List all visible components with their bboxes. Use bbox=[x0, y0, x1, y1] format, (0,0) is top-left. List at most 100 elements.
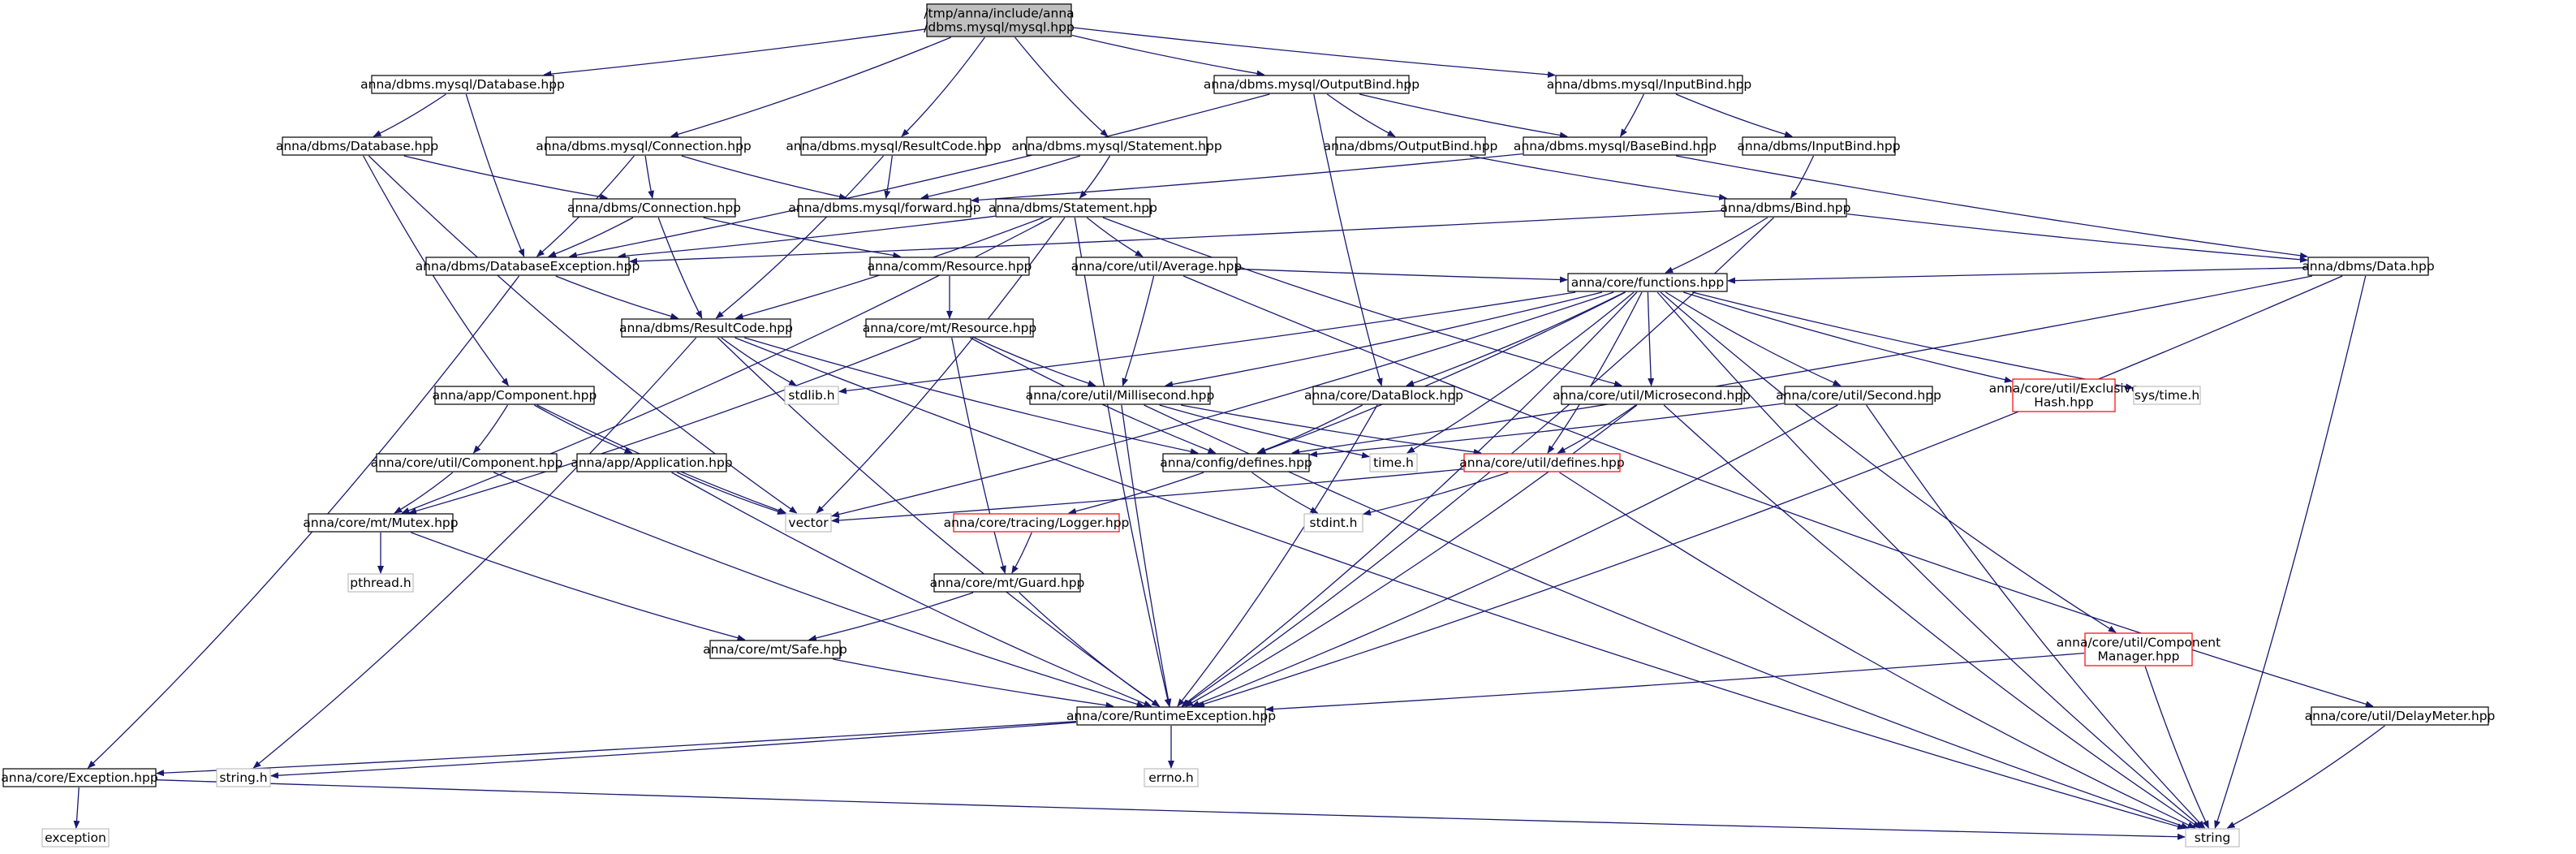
node-util_average[interactable]: anna/core/util/Average.hpp bbox=[1071, 257, 1242, 276]
node-util_delaymeter[interactable]: anna/core/util/DelayMeter.hpp bbox=[2305, 706, 2496, 726]
node-stdint_h[interactable]: stdint.h bbox=[1303, 513, 1363, 533]
node-db_bind[interactable]: anna/dbms/Bind.hpp bbox=[1721, 198, 1851, 218]
node-box bbox=[1555, 75, 1743, 94]
edge-core_functions-to-util_second bbox=[1665, 291, 1842, 386]
node-label: time.h bbox=[1373, 455, 1414, 470]
node-box bbox=[2012, 378, 2116, 412]
node-comm_resource[interactable]: anna/comm/Resource.hpp bbox=[868, 257, 1032, 276]
node-box bbox=[1026, 136, 1208, 156]
node-mt_resource[interactable]: anna/core/mt/Resource.hpp bbox=[863, 318, 1037, 338]
edge-root-to-my_database bbox=[543, 28, 927, 78]
edge-app_application-to-core_runtimeexception bbox=[671, 472, 1152, 707]
node-box bbox=[216, 768, 271, 787]
edge-core_runtimeexception-to-core_exception bbox=[156, 720, 1077, 777]
edge-root-to-my_statement bbox=[1014, 37, 1109, 137]
node-string[interactable]: string bbox=[2185, 828, 2240, 848]
node-box bbox=[1561, 386, 1742, 405]
node-label: stdlib.h bbox=[788, 388, 834, 403]
edge-config_defines-to-tracing_logger bbox=[1067, 472, 1204, 515]
node-string_h[interactable]: string.h bbox=[216, 768, 271, 787]
node-label: anna/dbms/Bind.hpp bbox=[1721, 201, 1851, 215]
node-my_forward[interactable]: anna/dbms.mysql/forward.hpp bbox=[788, 198, 981, 218]
edge-core_functions-to-util_millisecond bbox=[1165, 291, 1603, 388]
edge-util_millisecond-to-util_defines bbox=[1181, 404, 1482, 455]
node-box bbox=[926, 3, 1072, 37]
node-pthread_h[interactable]: pthread.h bbox=[347, 573, 414, 593]
edge-util_millisecond-to-string bbox=[1144, 404, 2190, 829]
node-mt_guard[interactable]: anna/core/mt/Guard.hpp bbox=[930, 573, 1085, 593]
node-my_outputbind[interactable]: anna/dbms.mysql/OutputBind.hpp bbox=[1204, 75, 1419, 94]
node-label: string bbox=[2195, 830, 2231, 845]
node-db_connection[interactable]: anna/dbms/Connection.hpp bbox=[567, 198, 741, 218]
node-my_basebind[interactable]: anna/dbms.mysql/BaseBind.hpp bbox=[1514, 136, 1717, 156]
node-util_millisecond[interactable]: anna/core/util/Millisecond.hpp bbox=[1026, 386, 1215, 405]
node-label: pthread.h bbox=[350, 576, 411, 590]
node-config_defines[interactable]: anna/config/defines.hpp bbox=[1160, 453, 1312, 472]
edge-util_second-to-core_runtimeexception bbox=[1191, 404, 1838, 707]
node-core_exception[interactable]: anna/core/Exception.hpp bbox=[1, 768, 158, 787]
node-vector[interactable]: vector bbox=[785, 513, 832, 533]
node-box bbox=[2311, 706, 2489, 726]
edge-my_basebind-to-db_data bbox=[1676, 155, 2308, 259]
node-util_microsecond[interactable]: anna/core/util/Microsecond.hpp bbox=[1553, 386, 1751, 405]
node-label: /tmp/anna/include/anna bbox=[924, 6, 1074, 21]
node-box bbox=[1567, 273, 1728, 292]
node-label: errno.h bbox=[1148, 770, 1194, 785]
node-util_component[interactable]: anna/core/util/Component.hpp bbox=[371, 453, 563, 472]
node-db_inputbind[interactable]: anna/dbms/InputBind.hpp bbox=[1737, 136, 1901, 156]
node-box bbox=[1742, 136, 1896, 156]
node-my_database[interactable]: anna/dbms.mysql/Database.hpp bbox=[360, 75, 565, 94]
node-label: sys/time.h bbox=[2134, 388, 2199, 403]
node-db_dbexception[interactable]: anna/dbms/DatabaseException.hpp bbox=[416, 257, 640, 276]
node-core_runtimeexception[interactable]: anna/core/RuntimeException.hpp bbox=[1066, 706, 1276, 726]
node-tracing_logger[interactable]: anna/core/tracing/Logger.hpp bbox=[944, 513, 1130, 533]
node-mt_mutex[interactable]: anna/core/mt/Mutex.hpp bbox=[303, 513, 459, 533]
node-errno_h[interactable]: errno.h bbox=[1144, 768, 1199, 787]
edge-tracing_logger-to-mt_guard bbox=[1011, 532, 1032, 574]
edge-db_resultcode-to-string bbox=[734, 337, 2186, 830]
edge-mt_resource-to-mt_guard bbox=[951, 337, 1006, 574]
node-db_resultcode[interactable]: anna/dbms/ResultCode.hpp bbox=[619, 318, 793, 338]
node-app_application[interactable]: anna/app/Application.hpp bbox=[571, 453, 733, 472]
edge-util_microsecond-to-util_defines bbox=[1557, 404, 1636, 454]
node-app_component[interactable]: anna/app/Component.hpp bbox=[433, 386, 597, 405]
node-my_connection[interactable]: anna/dbms.mysql/Connection.hpp bbox=[536, 136, 752, 156]
edge-root-to-my_resultcode bbox=[901, 37, 985, 137]
node-my_resultcode[interactable]: anna/dbms.mysql/ResultCode.hpp bbox=[786, 136, 1002, 156]
node-label: string.h bbox=[219, 770, 267, 785]
node-util_defines[interactable]: anna/core/util/defines.hpp bbox=[1459, 453, 1625, 472]
node-my_statement[interactable]: anna/dbms.mysql/Statement.hpp bbox=[1011, 136, 1222, 156]
node-stdlib_h[interactable]: stdlib.h bbox=[784, 386, 839, 405]
edge-core_functions-to-string bbox=[1656, 291, 2203, 829]
node-label: anna/core/util/Component bbox=[2057, 636, 2221, 650]
node-mt_safe[interactable]: anna/core/mt/Safe.hpp bbox=[703, 640, 847, 659]
node-db_statement[interactable]: anna/dbms/Statement.hpp bbox=[989, 198, 1157, 218]
node-db_outputbind[interactable]: anna/dbms/OutputBind.hpp bbox=[1324, 136, 1498, 156]
edge-util_componentmanager-to-core_runtimeexception bbox=[1265, 652, 2085, 713]
edge-root-to-my_inputbind bbox=[1071, 27, 1556, 78]
node-sys_time_h[interactable]: sys/time.h bbox=[2133, 386, 2201, 405]
node-root[interactable]: /tmp/anna/include/anna/dbms.mysql/mysql.… bbox=[924, 3, 1075, 37]
edge-util_defines-to-stdint_h bbox=[1363, 472, 1509, 516]
node-db_database[interactable]: anna/dbms/Database.hpp bbox=[276, 136, 438, 156]
node-label: anna/comm/Resource.hpp bbox=[868, 259, 1032, 274]
edge-my_connection-to-db_connection bbox=[644, 155, 655, 199]
node-label: anna/dbms.mysql/BaseBind.hpp bbox=[1514, 139, 1717, 153]
edge-util_millisecond-to-time_h bbox=[1159, 404, 1370, 459]
node-box bbox=[376, 453, 558, 472]
node-core_functions[interactable]: anna/core/functions.hpp bbox=[1567, 273, 1728, 292]
node-my_inputbind[interactable]: anna/dbms.mysql/InputBind.hpp bbox=[1547, 75, 1752, 94]
edge-mt_mutex-to-mt_safe bbox=[411, 532, 746, 641]
node-exception[interactable]: exception bbox=[41, 828, 110, 848]
node-core_datablock[interactable]: anna/core/DataBlock.hpp bbox=[1304, 386, 1463, 405]
node-util_second[interactable]: anna/core/util/Second.hpp bbox=[1776, 386, 1941, 405]
node-box bbox=[995, 198, 1151, 218]
edge-mt_guard-to-mt_safe bbox=[808, 592, 974, 641]
node-time_h[interactable]: time.h bbox=[1369, 453, 1418, 472]
edge-util_component-to-mt_mutex bbox=[394, 472, 454, 514]
node-label: anna/core/functions.hpp bbox=[1571, 275, 1724, 290]
node-db_data[interactable]: anna/dbms/Data.hpp bbox=[2302, 257, 2435, 276]
node-box bbox=[1369, 453, 1418, 472]
